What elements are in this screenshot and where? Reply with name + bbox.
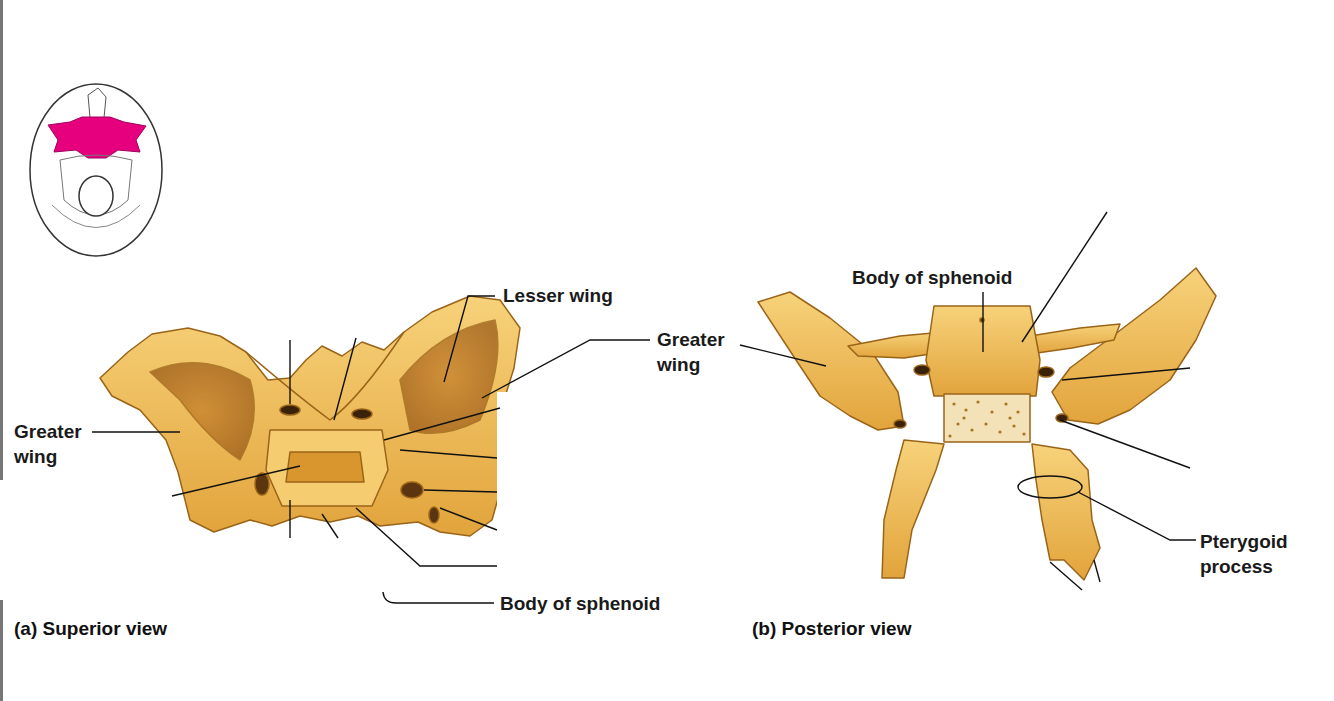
part-label: Pterygoid process <box>1200 529 1320 579</box>
margin-bar <box>0 600 3 701</box>
leader-lines <box>92 212 1196 603</box>
view-caption: (a) Superior view <box>14 616 167 641</box>
view-caption: (b) Posterior view <box>752 616 911 641</box>
part-label: Body of sphenoid <box>852 265 1012 290</box>
blank-panel <box>497 392 661 578</box>
part-label: Body of sphenoid <box>500 591 660 616</box>
part-label: Lesser wing <box>503 283 613 308</box>
sphenoid-posterior <box>758 268 1216 580</box>
part-label: Greater wing <box>657 327 737 377</box>
sphenoid-superior <box>100 296 520 536</box>
part-label: Greater wing <box>14 419 94 469</box>
skull-inset <box>30 84 162 256</box>
margin-bar <box>0 0 3 480</box>
